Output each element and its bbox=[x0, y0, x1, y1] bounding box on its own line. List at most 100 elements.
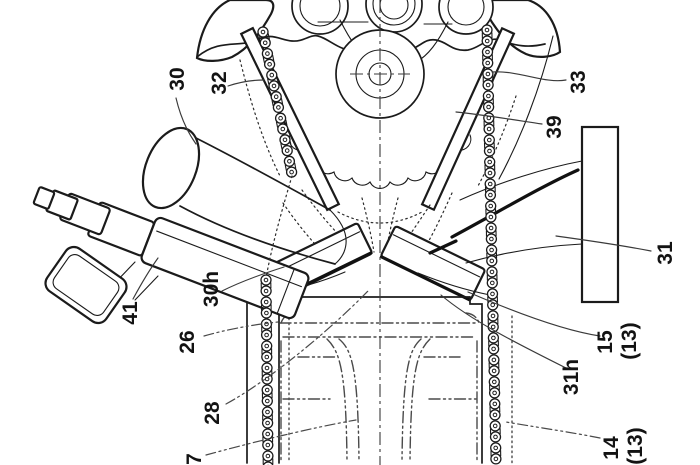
ref-label-15-sub: (13) bbox=[618, 322, 641, 359]
chain-link bbox=[265, 409, 270, 415]
cam-chain-right bbox=[481, 24, 502, 465]
intake-valve-stem bbox=[239, 26, 341, 212]
exhaust-valve-face bbox=[379, 255, 472, 302]
chain-link bbox=[488, 214, 494, 220]
chain-link bbox=[485, 82, 491, 88]
leader-33 bbox=[491, 71, 567, 82]
funnel-throat bbox=[329, 209, 347, 265]
chain-link bbox=[485, 49, 490, 55]
cam-journal-center bbox=[365, 0, 423, 33]
chain-link bbox=[281, 144, 293, 157]
hidden-casting-right bbox=[477, 95, 517, 187]
chain-link bbox=[486, 104, 491, 110]
chain-link bbox=[262, 450, 274, 462]
chain-link bbox=[487, 137, 492, 143]
funnel-bottom-edge bbox=[179, 205, 336, 265]
cylinder-wall-right-step bbox=[469, 296, 483, 464]
chain-link bbox=[486, 288, 499, 300]
leader-30h bbox=[221, 266, 285, 292]
chain-link bbox=[272, 54, 275, 62]
leader-lines bbox=[132, 71, 652, 456]
chain-link bbox=[483, 112, 495, 124]
chain-link bbox=[482, 79, 494, 91]
chain-link bbox=[280, 98, 284, 105]
chain-link bbox=[261, 340, 273, 352]
cam-journal-right bbox=[438, 0, 494, 35]
chain-link bbox=[267, 62, 272, 67]
chain-link bbox=[487, 148, 492, 154]
exhaust-port-top-edge bbox=[459, 160, 583, 201]
chain-link bbox=[289, 141, 292, 148]
funnel-top-edge bbox=[189, 134, 331, 211]
chain-link bbox=[263, 277, 269, 283]
ref-label-41: 41 bbox=[119, 301, 142, 325]
chain-link bbox=[489, 398, 501, 410]
leader-15 bbox=[467, 291, 601, 337]
chain-link bbox=[482, 68, 494, 80]
chain-link bbox=[487, 181, 493, 187]
exhaust-port bbox=[428, 35, 620, 304]
chain-link bbox=[490, 313, 496, 319]
chain-link bbox=[488, 192, 493, 198]
leader-14 bbox=[505, 421, 601, 439]
funnel-mouth bbox=[141, 126, 201, 210]
chain-link bbox=[484, 167, 496, 179]
piston-pin-boss-left-outer bbox=[326, 338, 348, 462]
chain-link bbox=[276, 76, 279, 83]
chain-link bbox=[260, 307, 273, 319]
chain-link bbox=[484, 156, 496, 168]
exhaust-tappet bbox=[379, 225, 486, 302]
head-lug-left bbox=[195, 0, 275, 62]
leader-31 bbox=[555, 235, 652, 252]
chain-link bbox=[263, 58, 276, 70]
chain-link bbox=[261, 406, 274, 418]
chain-link bbox=[264, 343, 270, 349]
chain-link bbox=[271, 83, 277, 89]
chain-link bbox=[493, 456, 499, 462]
ref-label-31h: 31h bbox=[560, 359, 583, 395]
chain-link bbox=[265, 420, 270, 426]
chain-link bbox=[482, 101, 495, 113]
chain-link bbox=[490, 453, 502, 465]
chain-link bbox=[485, 222, 497, 234]
chain-link bbox=[282, 137, 288, 143]
chain-link bbox=[280, 143, 283, 150]
chain-link bbox=[490, 280, 495, 286]
ref-label-32: 32 bbox=[208, 71, 231, 94]
ref-label-28: 28 bbox=[201, 401, 224, 425]
cam-journal-center-mid bbox=[372, 0, 416, 26]
chain-link bbox=[481, 35, 493, 47]
chain-link bbox=[483, 123, 495, 135]
chain-link bbox=[261, 395, 273, 407]
chain-link bbox=[491, 357, 497, 363]
chain-link bbox=[483, 134, 495, 146]
chain-link bbox=[265, 453, 271, 459]
chain-link bbox=[481, 24, 493, 36]
ref-label-33: 33 bbox=[567, 70, 590, 93]
injector-neck-line-2 bbox=[134, 275, 159, 301]
chain-link bbox=[275, 121, 279, 128]
chain-link bbox=[493, 434, 498, 440]
leader-26 bbox=[203, 321, 279, 337]
chain-link bbox=[489, 236, 494, 242]
chain-link bbox=[260, 29, 266, 35]
injector-body bbox=[140, 216, 310, 320]
exhaust-seat-wedge bbox=[428, 239, 458, 255]
chain-link bbox=[491, 346, 496, 352]
cam-journal-left bbox=[291, 0, 349, 35]
chain-link bbox=[487, 332, 500, 344]
exhaust-flange-plate bbox=[580, 125, 620, 304]
chain-link bbox=[262, 56, 265, 63]
injector-tip-cap bbox=[32, 186, 56, 210]
injector-connector-inner bbox=[52, 254, 120, 316]
chain-link bbox=[484, 27, 490, 33]
chain-link bbox=[486, 126, 492, 132]
cam-chain-left-lower bbox=[260, 274, 274, 465]
chain-link bbox=[489, 247, 494, 253]
ref-label-14-sub: (13) bbox=[624, 427, 647, 464]
ref-label-26: 26 bbox=[176, 330, 199, 353]
chain-link bbox=[263, 299, 269, 305]
chain-link bbox=[263, 288, 269, 294]
chain-link bbox=[260, 329, 273, 341]
